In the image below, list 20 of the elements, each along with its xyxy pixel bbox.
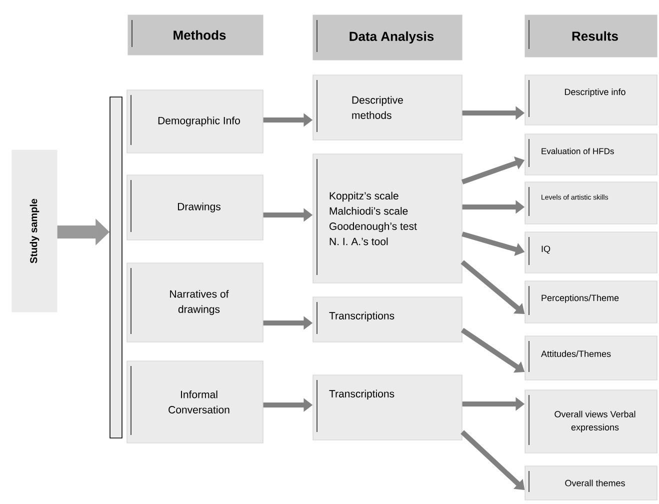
analysis-box: Koppitz’s scale Malchiodi’s scale Goodenough’s test N. I. A.’s tool: [312, 154, 462, 284]
method-box: Informal Conversation: [126, 360, 264, 444]
result-box: Evaluation of HFDs: [524, 134, 658, 176]
method-box: Demographic Info: [126, 90, 264, 154]
analysis-box: Transcriptions: [312, 296, 462, 342]
method-box: Drawings: [126, 174, 264, 240]
vertical-bar: [110, 96, 122, 438]
result-box: IQ: [524, 232, 658, 274]
column-header: Methods: [128, 14, 264, 56]
sample-box: Study sample: [12, 150, 58, 312]
method-box: Narratives of drawings: [126, 262, 264, 342]
result-box: Descriptive info: [524, 74, 658, 126]
result-box: Attitudes/Themes: [524, 336, 658, 380]
column-header: Results: [524, 14, 658, 58]
analysis-box: Descriptive methods: [312, 74, 462, 140]
analysis-box: Transcriptions: [312, 374, 462, 440]
result-box: Overall views Verbal expressions: [524, 390, 658, 454]
result-box: Perceptions/Theme: [524, 280, 658, 324]
column-header: Data Analysis: [312, 14, 462, 60]
result-box: Overall themes: [524, 466, 658, 500]
